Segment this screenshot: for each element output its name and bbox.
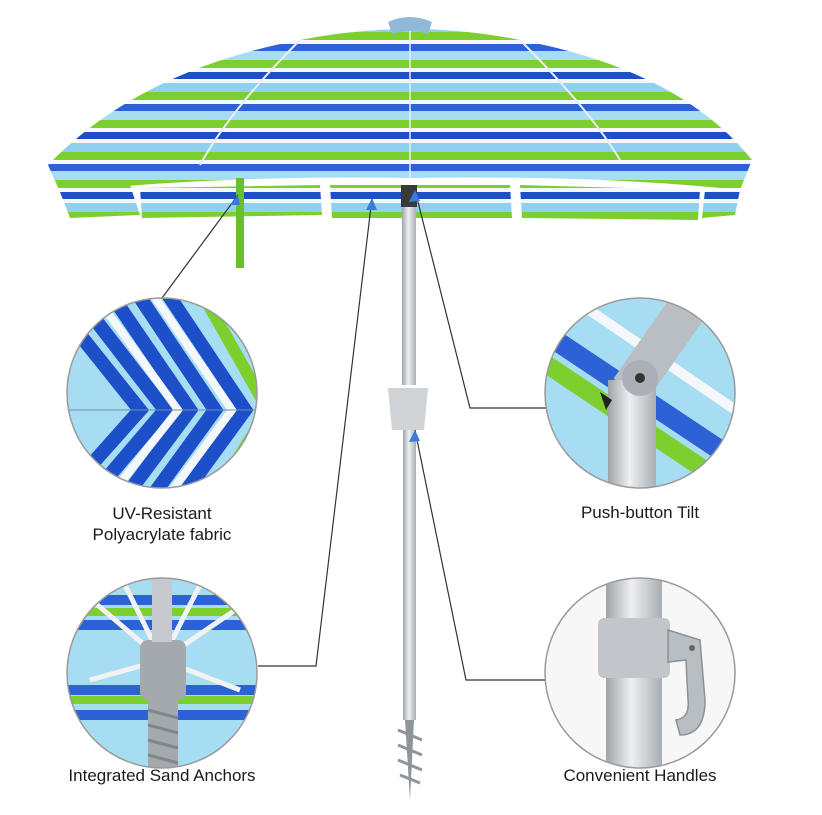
anchors-caption: Integrated Sand Anchors: [42, 765, 282, 786]
arrow-pointer-icon: [230, 190, 420, 442]
umbrella-pole: [388, 185, 428, 800]
tilt-caption: Push-button Tilt: [542, 502, 738, 523]
handle-detail-circle: [544, 577, 736, 769]
fabric-caption-line-1: UV-Resistant: [112, 504, 212, 523]
leader-lines: [161, 189, 548, 681]
fabric-detail-circle: [66, 297, 258, 489]
fabric-caption: UV-Resistant Polyacrylate fabric: [62, 503, 262, 545]
umbrella-canopy: [48, 17, 752, 268]
tilt-caption-line-1: Push-button Tilt: [580, 503, 700, 522]
handles-caption-line-1: Convenient Handles: [563, 766, 717, 785]
handles-caption: Convenient Handles: [542, 765, 738, 786]
anchors-caption-line-1: Integrated Sand Anchors: [68, 766, 256, 785]
fabric-caption-line-2: Polyacrylate fabric: [92, 525, 232, 544]
tilt-detail-circle: [544, 297, 736, 489]
anchor-detail-circle: [66, 577, 258, 769]
